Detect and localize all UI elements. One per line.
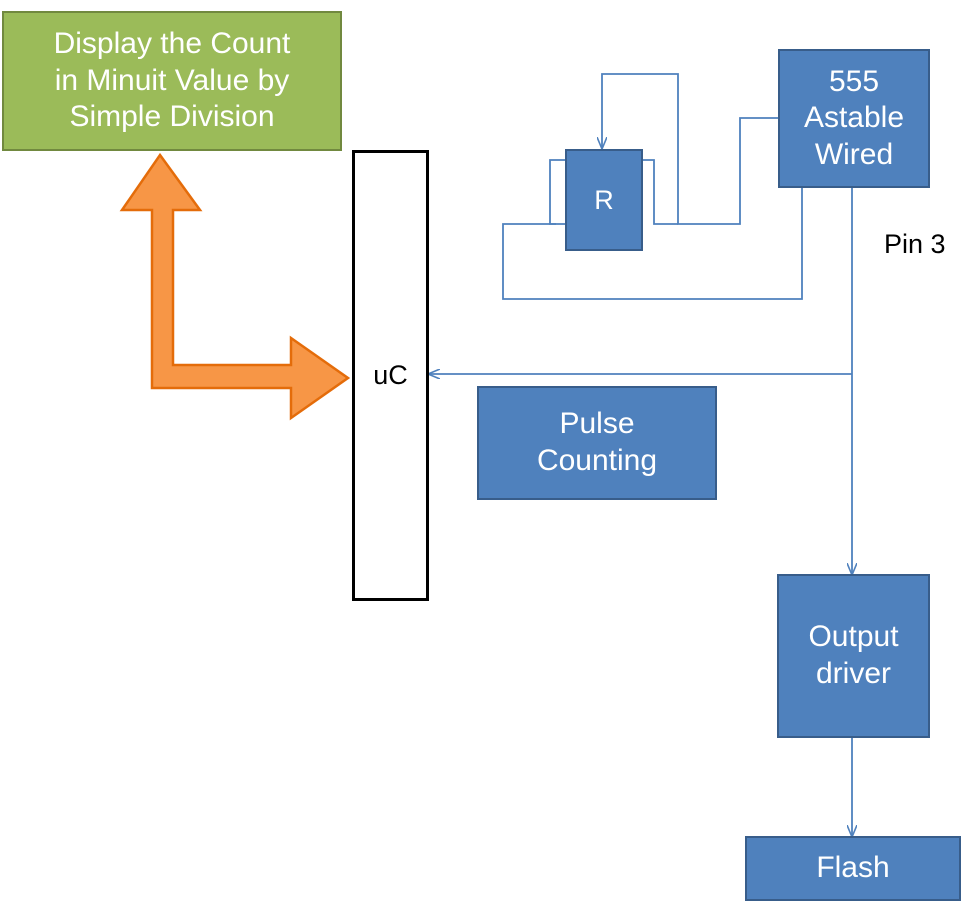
flash-label: Flash xyxy=(816,851,890,885)
timer-555-text: 555 Astable Wired xyxy=(803,64,905,171)
output-driver-box: Output driver xyxy=(777,574,930,738)
resistor-bottom-loop-wire xyxy=(502,187,803,300)
microcontroller-block: uC xyxy=(352,150,429,601)
resistor-label: R xyxy=(594,184,614,215)
resistor-left-wire-outer xyxy=(549,159,566,225)
resistor-right-wire xyxy=(642,159,678,225)
display-count-text: Display the Count in Minuit Value by Sim… xyxy=(53,27,291,134)
timer-555-box: 555 Astable Wired xyxy=(778,49,930,188)
pulse-counting-box: Pulse Counting xyxy=(477,386,717,500)
pin-3-label: Pin 3 xyxy=(884,229,946,259)
resistor-box: R xyxy=(565,149,643,251)
display-count-box: Display the Count in Minuit Value by Sim… xyxy=(2,11,342,151)
flash-box: Flash xyxy=(745,836,961,901)
display-uc-bidirectional-arrow xyxy=(119,152,351,421)
microcontroller-label: uC xyxy=(373,360,408,391)
output-driver-text: Output driver xyxy=(808,620,899,690)
pulse-counting-text: Pulse Counting xyxy=(536,407,658,477)
